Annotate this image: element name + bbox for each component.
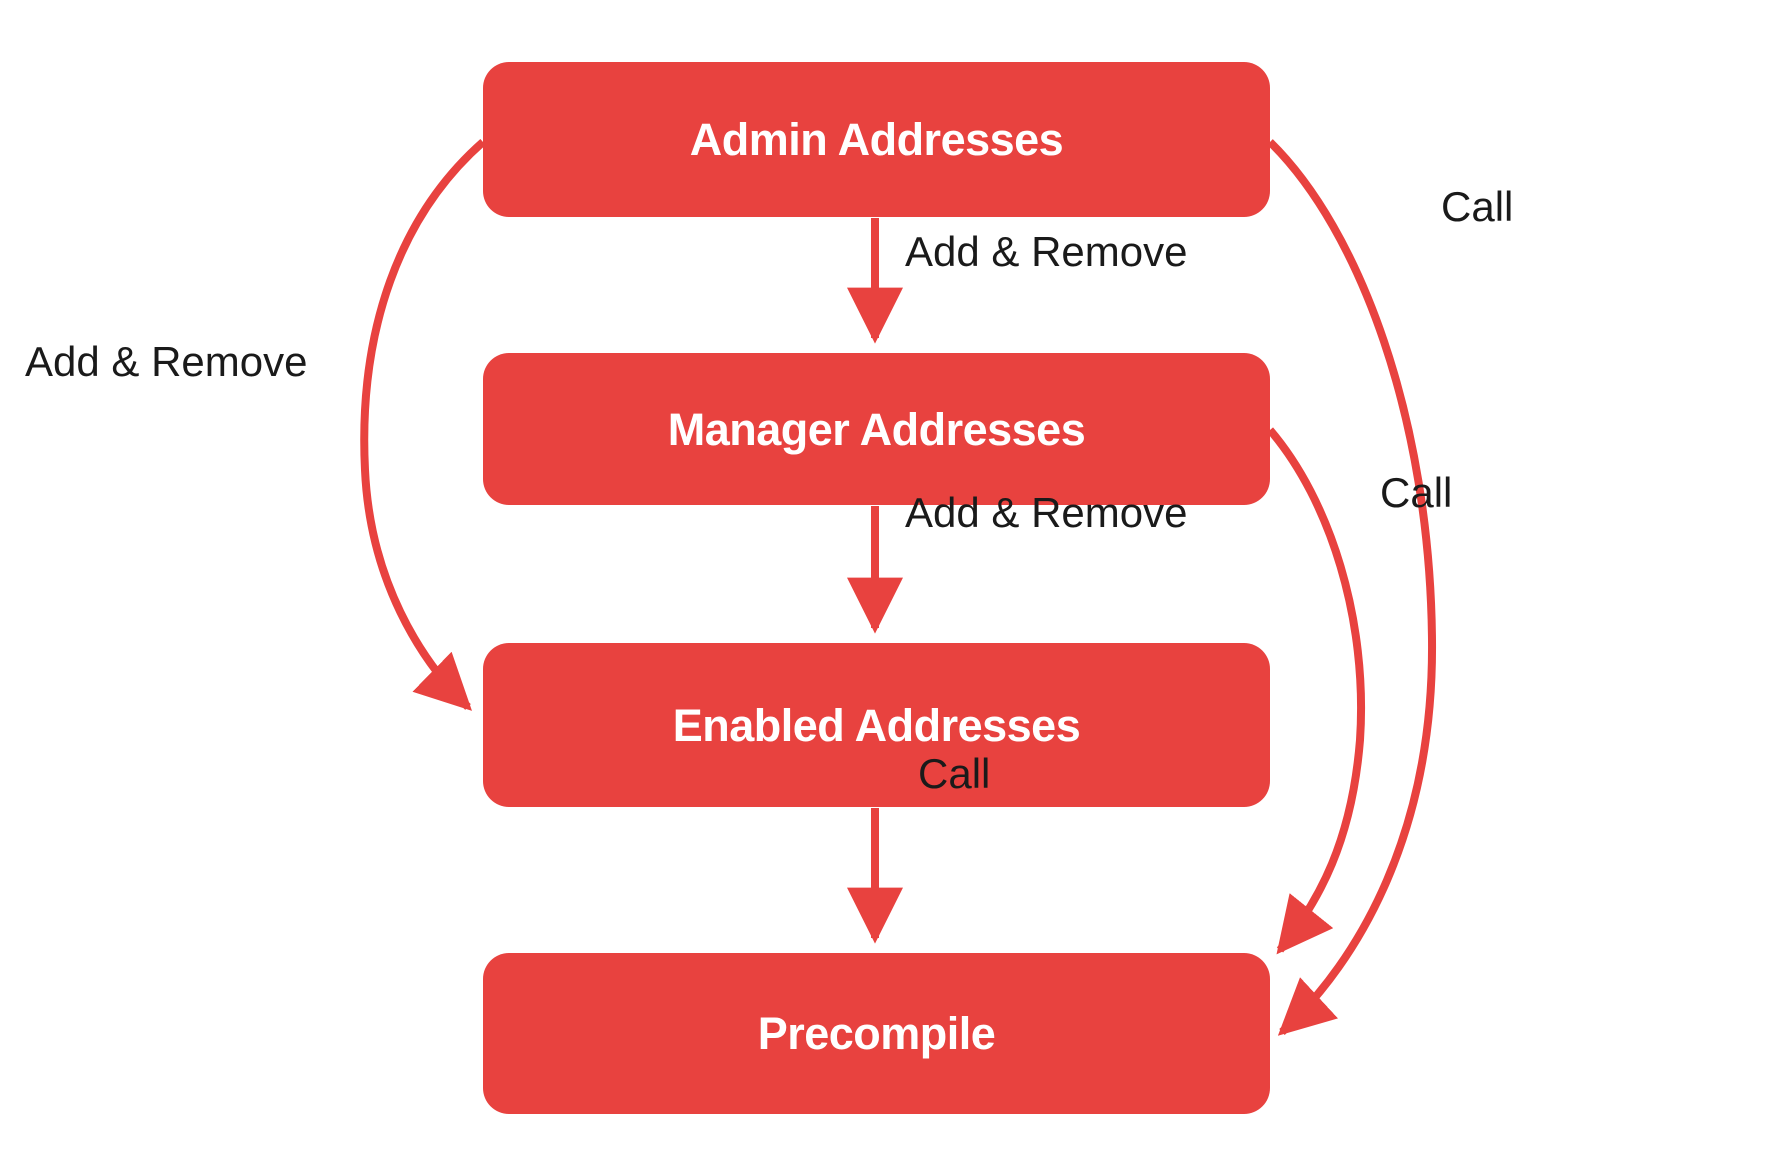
edge-label-manager-to-enabled: Add & Remove <box>905 489 1188 536</box>
edge-admin-to-enabled <box>360 138 486 711</box>
node-manager-addresses[interactable]: Manager Addresses <box>483 353 1270 505</box>
edge-label-admin-to-enabled: Add & Remove <box>25 338 308 385</box>
node-admin-addresses[interactable]: Admin Addresses <box>483 62 1270 217</box>
node-admin-addresses-label: Admin Addresses <box>689 114 1064 165</box>
node-precompile[interactable]: Precompile <box>483 953 1270 1114</box>
node-manager-addresses-label: Manager Addresses <box>667 403 1086 455</box>
edge-admin-to-precompile <box>1267 139 1437 1036</box>
edge-manager-to-precompile <box>1266 427 1366 955</box>
edge-label-admin-to-precompile: Call <box>1441 183 1514 230</box>
node-precompile-label: Precompile <box>757 1008 996 1059</box>
edge-label-manager-to-precompile: Call <box>1380 469 1453 516</box>
edge-label-admin-to-manager: Add & Remove <box>905 228 1188 275</box>
node-enabled-addresses-label: Enabled Addresses <box>672 699 1081 751</box>
edge-label-enabled-to-precompile: Call <box>918 750 991 797</box>
node-enabled-addresses[interactable]: Enabled Addresses <box>483 643 1270 807</box>
